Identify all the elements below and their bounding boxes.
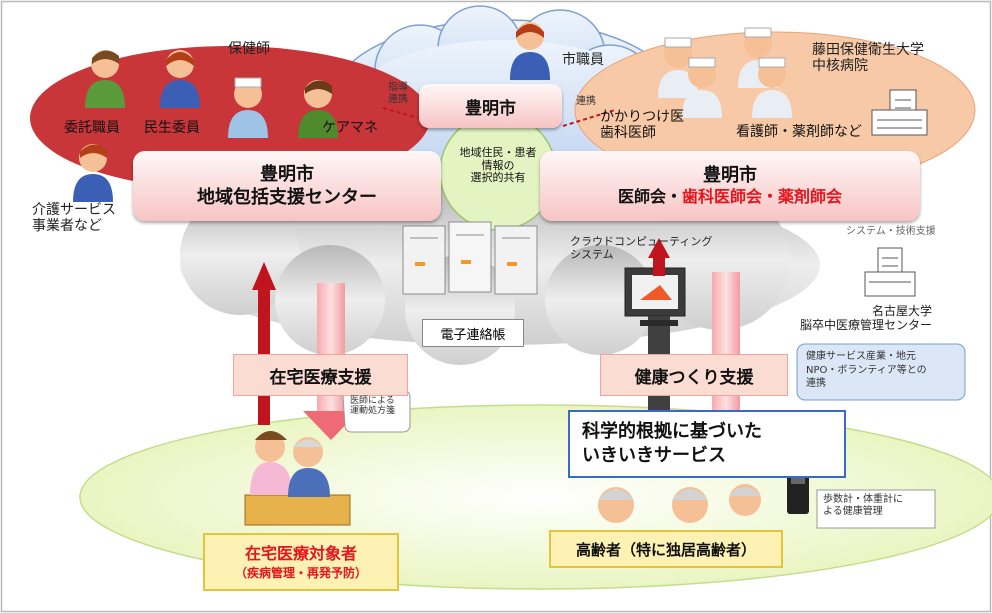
zaitaku-shien-box: 在宅医療支援 xyxy=(233,354,408,396)
koreisha-box: 高齢者（特に独居高齢者） xyxy=(549,530,783,568)
elderly-couple-icon xyxy=(244,431,351,526)
kenko-shien-box: 健康つくり支援 xyxy=(600,354,788,396)
service-bubble xyxy=(796,343,966,401)
weight-text: 歩数計・体重計に よる健康管理 xyxy=(823,494,903,517)
label-renkei: 連携 xyxy=(576,96,596,107)
zaitaku-target-sub: （疾病管理・再発予防） xyxy=(234,565,367,580)
zaitaku-target-title: 在宅医療対象者 xyxy=(244,544,357,564)
service-bubble-text: 健康サービス産業・地元 NPO・ボランティア等との 連携 xyxy=(806,351,927,389)
person-icons xyxy=(73,22,792,202)
houkatsu-center-box: 豊明市 地域包括支援センター xyxy=(133,151,441,221)
ishikai-label: 医師会・ xyxy=(617,187,682,207)
role-fujita: 藤田保健衛生大学 中核病院 xyxy=(812,42,924,75)
share-text: 地域住民・患者 情報の 選択的共有 xyxy=(459,146,537,185)
weight-bubble xyxy=(816,489,936,529)
role-caremana: ケアマネ xyxy=(322,120,378,136)
up-arrow-left xyxy=(252,262,276,425)
nagoya-label: 名古屋大学 脳卒中医療管理センター xyxy=(800,304,933,332)
role-kakaritsuke: かかりつけ医 歯科医師 xyxy=(600,109,685,142)
city-box: 豊明市 xyxy=(419,84,562,128)
connector-left xyxy=(382,107,419,119)
role-minsei: 民生委員 xyxy=(144,120,200,136)
hospital-building-icon xyxy=(871,89,928,136)
system-support-label: システム・技術支援 xyxy=(846,226,936,237)
zaitaku-target-box: 在宅医療対象者 （疾病管理・再発予防） xyxy=(203,533,399,591)
connector-right xyxy=(562,109,616,127)
renraku-box: 電子連絡帳 xyxy=(422,319,524,347)
role-shishokuin: 市職員 xyxy=(562,52,604,68)
shika-yakuzai-label: 歯科医師会・薬剤師会 xyxy=(682,187,843,207)
ishikai-box: 豊明市 医師会・歯科医師会・薬剤師会 xyxy=(540,151,920,221)
prescription-text: 医師による 運動処方箋 xyxy=(350,396,396,417)
ishikai-title: 豊明市 xyxy=(703,164,757,186)
servers-icon xyxy=(402,221,538,295)
up-arrow-right xyxy=(648,238,670,276)
role-itaku: 委託職員 xyxy=(64,120,120,136)
role-kaigo: 介護サービス 事業者など xyxy=(32,202,116,235)
elderly-faces-icon xyxy=(598,484,761,523)
cloud-label: クラウドコンピューティング システム xyxy=(570,235,713,261)
kagaku-box: 科学的根拠に基づいた いきいきサービス xyxy=(568,410,846,478)
role-hokenshi: 保健師 xyxy=(228,41,270,57)
label-shido: 指導 連携 xyxy=(388,82,408,105)
role-kango: 看護師・薬剤師など xyxy=(736,124,862,140)
university-building-icon xyxy=(864,247,916,297)
